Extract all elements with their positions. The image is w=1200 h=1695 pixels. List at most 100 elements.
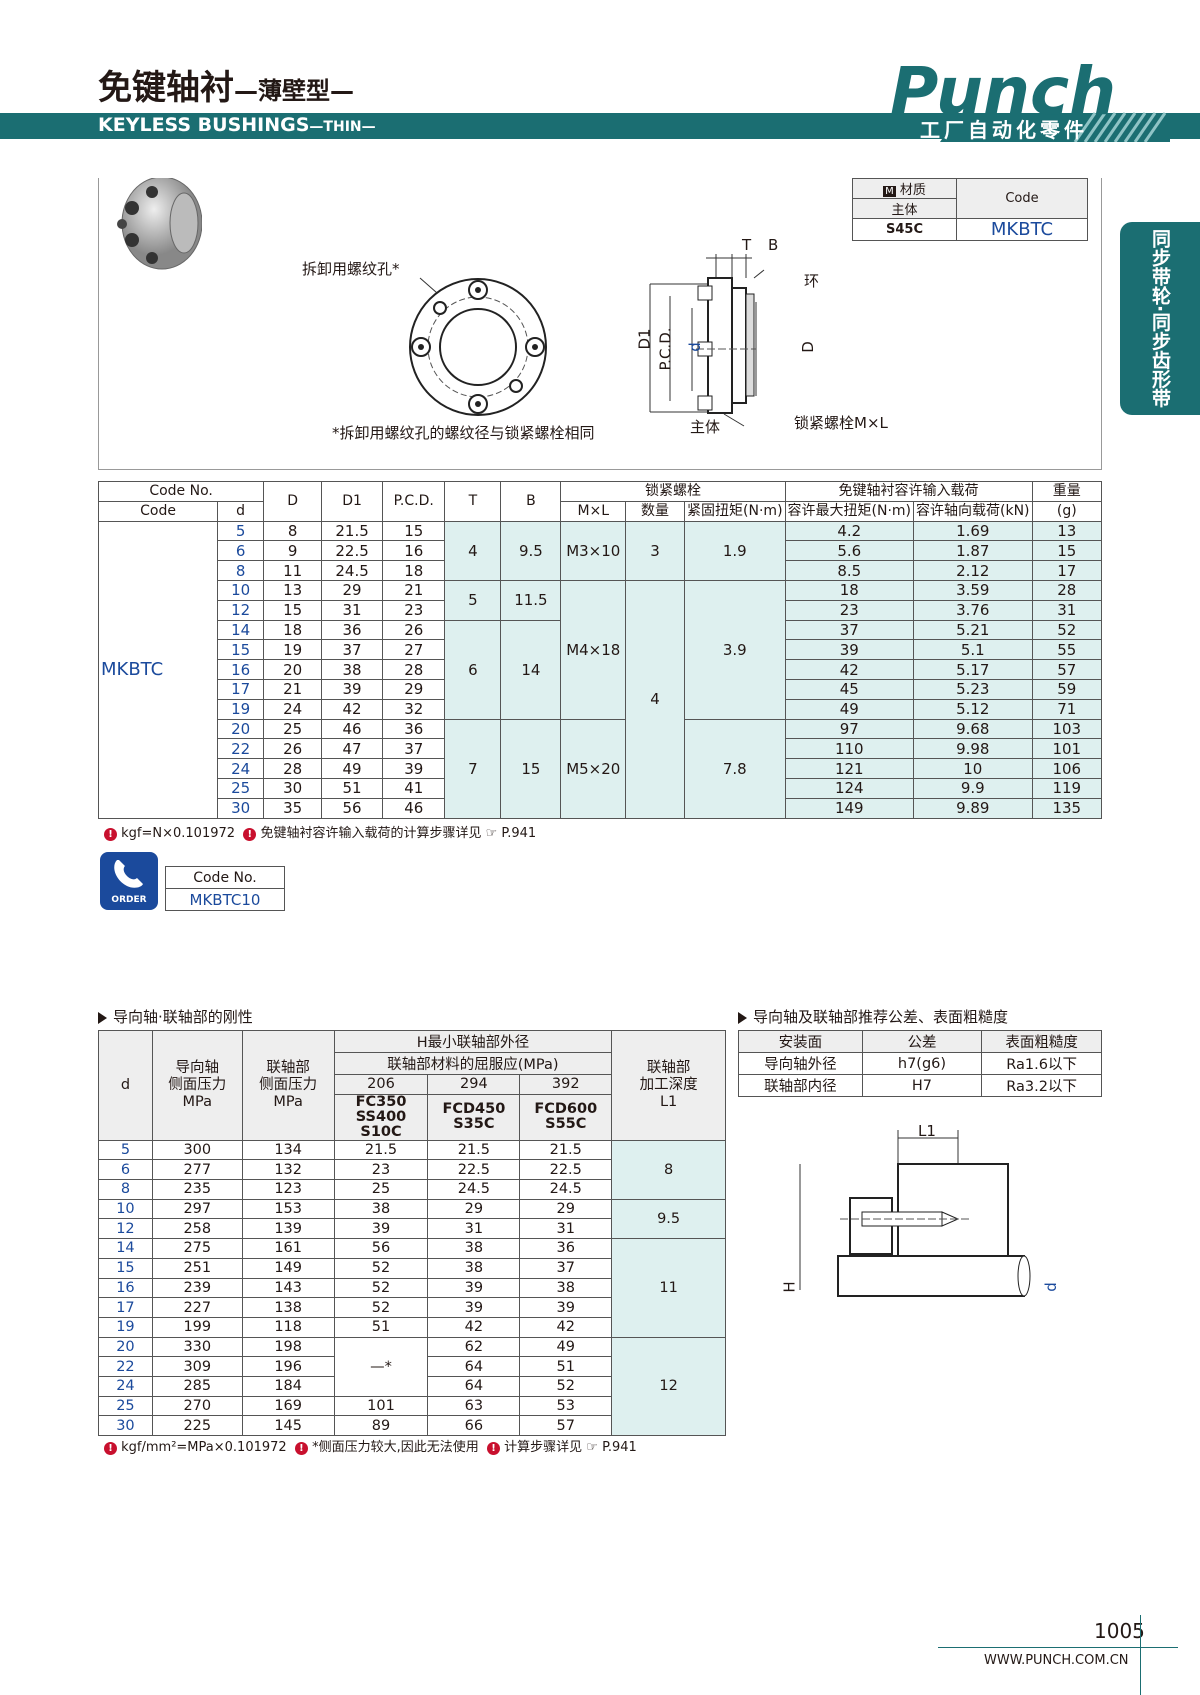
dash-cell: —* bbox=[333, 1336, 429, 1397]
table-cell: 15 bbox=[1031, 540, 1103, 562]
table-cell: 17 bbox=[98, 1297, 153, 1318]
table-cell: 42 bbox=[519, 1316, 613, 1338]
table-cell: 24.5 bbox=[427, 1179, 521, 1200]
page-number: 1005 bbox=[1094, 1619, 1145, 1643]
table-cell: 36 bbox=[382, 718, 446, 740]
table-cell: 10 bbox=[98, 1198, 153, 1220]
table-cell: 13 bbox=[263, 579, 323, 601]
body-label: 主体 bbox=[690, 418, 721, 436]
table-cell: 124 bbox=[784, 777, 915, 799]
table-cell: 9.9 bbox=[913, 777, 1033, 799]
table-cell: 139 bbox=[241, 1218, 335, 1240]
table-cell: 30 bbox=[98, 1415, 153, 1436]
table-cell: 275 bbox=[151, 1238, 243, 1259]
order-icon: ORDER bbox=[100, 852, 158, 910]
table-cell: 39 bbox=[321, 678, 384, 700]
table-cell: 8 bbox=[98, 1179, 153, 1200]
table-cell: 16 bbox=[217, 659, 265, 680]
table-cell: 149 bbox=[241, 1257, 335, 1279]
table-cell: 1.69 bbox=[913, 520, 1033, 542]
dim-D: D bbox=[798, 341, 817, 353]
table-cell: 21 bbox=[263, 678, 323, 700]
table-cell: 37 bbox=[784, 619, 915, 641]
table-cell: 21 bbox=[382, 579, 446, 601]
table-cell: 64 bbox=[427, 1356, 521, 1377]
table-cell: 9 bbox=[263, 540, 323, 562]
table-cell: 8 bbox=[263, 520, 323, 542]
table-cell: 52 bbox=[519, 1375, 613, 1397]
table-cell: 145 bbox=[241, 1415, 335, 1436]
table-cell: 27 bbox=[382, 639, 446, 661]
table-cell: 134 bbox=[241, 1139, 335, 1161]
table-cell: 52 bbox=[1031, 619, 1103, 641]
table-cell: 42 bbox=[321, 698, 384, 720]
table-cell: 198 bbox=[241, 1336, 335, 1358]
table-cell: 71 bbox=[1031, 698, 1103, 720]
table-cell: 19 bbox=[98, 1316, 153, 1338]
table-cell: 6 bbox=[98, 1159, 153, 1181]
table-cell: 57 bbox=[1031, 659, 1103, 680]
table-cell: 18 bbox=[382, 560, 446, 581]
depth-cell: 9.5 bbox=[611, 1198, 726, 1240]
table-cell: 37 bbox=[382, 738, 446, 760]
table-cell: 135 bbox=[1031, 797, 1103, 819]
table-cell: 285 bbox=[151, 1375, 243, 1397]
figure-box bbox=[98, 178, 1102, 470]
tagline: 工厂自动化零件 bbox=[920, 118, 1088, 142]
table-cell: 28 bbox=[1031, 579, 1103, 601]
table-cell: 6 bbox=[444, 619, 502, 720]
dim-H: H bbox=[780, 1281, 799, 1293]
depth-cell: 11 bbox=[611, 1238, 726, 1338]
table-cell: 297 bbox=[151, 1198, 243, 1220]
code-cell: MKBTC bbox=[97, 520, 219, 819]
table-cell: 89 bbox=[333, 1415, 429, 1436]
table-cell: 26 bbox=[382, 619, 446, 641]
table-cell: 39 bbox=[427, 1277, 521, 1299]
table-cell: M5×20 bbox=[560, 718, 627, 819]
table-cell: 47 bbox=[321, 738, 384, 760]
table-cell: 309 bbox=[151, 1356, 243, 1377]
table-cell: 3.9 bbox=[684, 579, 786, 720]
table-cell: 132 bbox=[241, 1159, 335, 1181]
table-cell: 235 bbox=[151, 1179, 243, 1200]
table-cell: 17 bbox=[1031, 560, 1103, 581]
table-cell: 22 bbox=[98, 1356, 153, 1377]
table-cell: 14 bbox=[98, 1238, 153, 1259]
table-cell: 143 bbox=[241, 1277, 335, 1299]
table-cell: 5.17 bbox=[913, 659, 1033, 680]
front-view-drawing bbox=[409, 277, 547, 416]
table-cell: 31 bbox=[427, 1218, 521, 1240]
table-cell: 41 bbox=[382, 777, 446, 799]
table-cell: 38 bbox=[333, 1198, 429, 1220]
table-cell: 20 bbox=[263, 659, 323, 680]
table-cell: 64 bbox=[427, 1375, 521, 1397]
table-cell: 9.89 bbox=[913, 797, 1033, 819]
table-cell: 97 bbox=[784, 718, 915, 740]
table-cell: 153 bbox=[241, 1198, 335, 1220]
footer-url[interactable]: WWW.PUNCH.COM.CN bbox=[984, 1653, 1129, 1668]
table-cell: 52 bbox=[333, 1297, 429, 1318]
table-cell: 38 bbox=[427, 1257, 521, 1279]
table-cell: 300 bbox=[151, 1139, 243, 1161]
table-cell: 277 bbox=[151, 1159, 243, 1181]
table-cell: 9.68 bbox=[913, 718, 1033, 740]
table-cell: 17 bbox=[217, 678, 265, 700]
table-cell: 7.8 bbox=[684, 718, 786, 819]
table-cell: M4×18 bbox=[560, 579, 627, 720]
removal-hole-label: 拆卸用螺纹孔* bbox=[302, 260, 400, 278]
side-category-tab[interactable]: 同步带轮·同步齿形带 bbox=[1120, 222, 1200, 415]
table-cell: 24 bbox=[263, 698, 323, 720]
table-cell: 8.5 bbox=[784, 560, 915, 581]
table-cell: 39 bbox=[382, 758, 446, 779]
table-cell: 25 bbox=[217, 777, 265, 799]
table-cell: 4.2 bbox=[784, 520, 915, 542]
page-title-en: KEYLESS BUSHINGS—THIN— bbox=[98, 114, 376, 136]
